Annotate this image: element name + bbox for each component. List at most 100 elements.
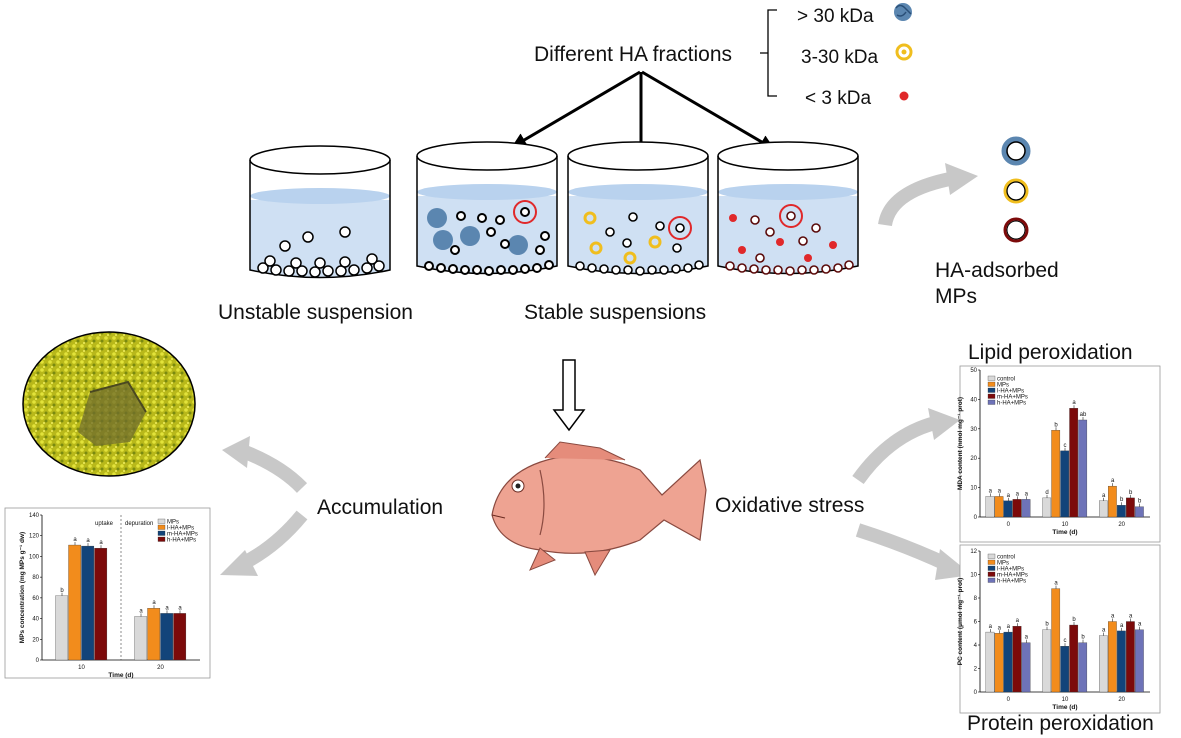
significance-letter: a: [1007, 493, 1011, 499]
bar: [1126, 497, 1135, 518]
medium-ha-blob-icon: [895, 43, 913, 61]
y-tick-label: 20: [970, 456, 977, 462]
arrow-to-beaker-4: [641, 70, 775, 150]
significance-letter: c: [1064, 638, 1067, 644]
large-ha-blob-icon: [894, 3, 912, 21]
y-tick-label: 60: [32, 596, 39, 602]
bar: [1051, 588, 1061, 693]
legend-swatch: [157, 530, 166, 536]
significance-letter: a: [165, 605, 169, 611]
legend-swatch: [987, 571, 996, 577]
legend-swatch: [987, 553, 996, 559]
accumulation-label: Accumulation: [317, 496, 443, 519]
lipid-title: Lipid peroxidation: [968, 341, 1133, 364]
y-tick-label: 10: [970, 486, 977, 492]
y-tick-label: 2: [974, 667, 978, 673]
legend-label: l-HA+MPs: [997, 388, 1024, 394]
significance-letter: a: [178, 605, 182, 611]
y-tick-label: 40: [32, 617, 39, 623]
bar: [1042, 629, 1052, 693]
significance-letter: a: [1007, 624, 1011, 630]
ha-adsorbed-label-line2: MPs: [935, 285, 977, 308]
bar: [1060, 646, 1070, 693]
bar: [985, 631, 995, 693]
significance-letter: b: [1054, 422, 1058, 428]
legend-label: h-HA+MPs: [997, 400, 1026, 406]
significance-letter: d: [1045, 490, 1048, 496]
fraction-label-medium: 3-30 kDa: [801, 47, 879, 68]
y-axis-title: MPs concentration (mg MPs g⁻¹ dw): [19, 532, 26, 643]
bar: [68, 544, 82, 661]
y-tick-label: 0: [36, 658, 40, 664]
significance-letter: a: [1129, 614, 1133, 620]
beaker-medium-ha: [567, 141, 709, 276]
significance-letter: a: [1111, 614, 1115, 620]
y-tick-label: 4: [974, 643, 978, 649]
x-tick-label: 0: [1007, 522, 1011, 528]
legend-label: MPs: [997, 382, 1009, 388]
y-tick-label: 20: [32, 637, 39, 643]
bar: [1042, 497, 1052, 518]
significance-letter: b: [60, 588, 64, 594]
significance-letter: a: [1016, 618, 1020, 624]
significance-letter: a: [998, 488, 1002, 494]
legend-label: l-HA+MPs: [997, 566, 1024, 572]
significance-letter: b: [1072, 617, 1076, 623]
arrow-to-beaker-2: [511, 70, 641, 148]
x-axis-title: Time (d): [1052, 704, 1077, 711]
significance-letter: b: [1129, 490, 1133, 496]
x-tick-label: 20: [157, 665, 164, 671]
y-tick-label: 140: [29, 513, 40, 519]
microscope-image: [22, 331, 196, 477]
bar: [1099, 635, 1108, 693]
x-axis-title: Time (d): [1052, 529, 1077, 536]
y-tick-label: 80: [32, 575, 39, 581]
significance-letter: b: [1138, 499, 1142, 505]
fractions-heading: Different HA fractions: [534, 43, 732, 66]
bar: [147, 608, 161, 661]
bar: [1126, 621, 1135, 693]
fraction-bracket: [760, 9, 777, 97]
unstable-label: Unstable suspension: [218, 301, 413, 324]
legend-swatch: [157, 518, 166, 524]
significance-letter: a: [989, 488, 993, 494]
legend-label: h-HA+MPs: [997, 578, 1026, 584]
significance-letter: a: [1016, 491, 1020, 497]
significance-letter: a: [1138, 622, 1142, 628]
y-tick-label: 50: [970, 368, 977, 374]
legend-label: m-HA+MPs: [997, 572, 1028, 578]
y-axis-title: MDA content (nmol mg⁻¹ prot): [957, 397, 964, 490]
legend-swatch: [157, 524, 166, 530]
significance-letter: a: [1025, 635, 1029, 641]
phase-label: uptake: [95, 521, 114, 527]
x-axis-title: Time (d): [108, 672, 133, 679]
oxidative-label: Oxidative stress: [715, 494, 864, 517]
y-tick-label: 10: [970, 573, 977, 579]
legend-label: control: [997, 554, 1015, 560]
bar: [160, 613, 174, 661]
accum-arrows: [220, 436, 308, 576]
down-arrow-to-fish: [552, 359, 586, 432]
legend-swatch: [987, 399, 996, 405]
ha-adsorbed-label-line1: HA-adsorbed: [935, 259, 1059, 282]
ha-adsorbed-mp-icons: [1001, 136, 1031, 243]
bar: [81, 545, 95, 661]
bar: [1099, 500, 1108, 518]
significance-letter: c: [1064, 443, 1067, 449]
x-tick-label: 10: [1062, 522, 1069, 528]
x-tick-label: 0: [1007, 697, 1011, 703]
significance-letter: b: [1081, 635, 1085, 641]
bar: [994, 496, 1004, 518]
y-tick-label: 0: [974, 515, 978, 521]
legend-swatch: [987, 577, 996, 583]
fraction-label-small: < 3 kDa: [805, 88, 871, 109]
bar: [1021, 642, 1031, 693]
y-tick-label: 30: [970, 427, 977, 433]
y-tick-label: 8: [974, 596, 978, 602]
curved-arrow-to-adsorbed: [878, 163, 978, 227]
phase-label: depuration: [125, 521, 153, 527]
bar: [1003, 631, 1013, 693]
